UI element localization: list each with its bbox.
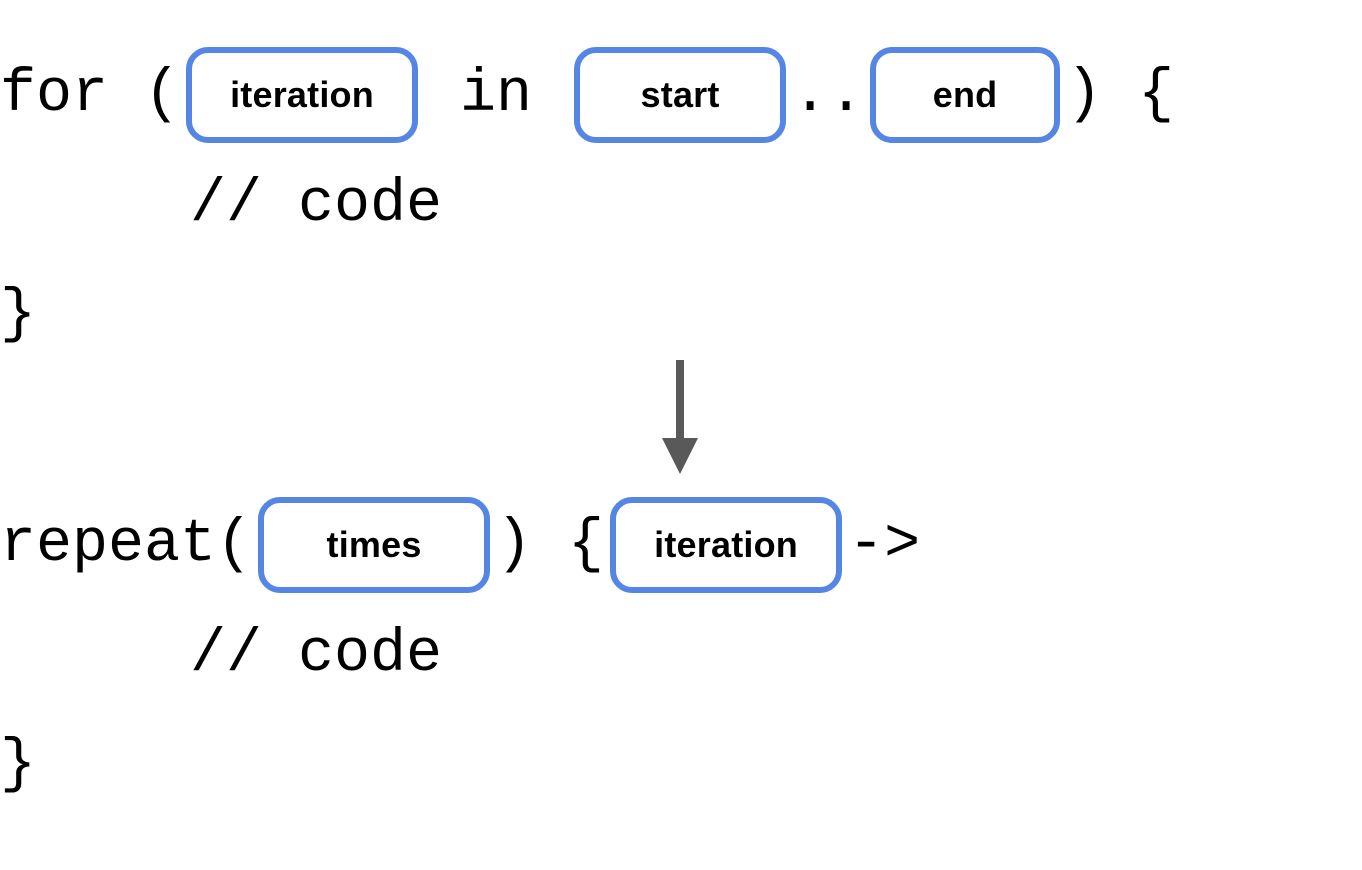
chip-times[interactable]: times [258,497,491,593]
range-operator: .. [792,61,865,129]
for-body-comment: // code [190,171,443,239]
code-block-for-loop: for ( iteration in start .. end ) { // c… [0,40,1362,370]
chip-iteration-repeat[interactable]: iteration [610,497,843,593]
for-closing-brace: } [0,281,37,349]
for-close-paren-brace: ) { [1066,61,1175,129]
in-keyword: in [424,61,569,129]
downward-arrow-icon [662,360,698,474]
lambda-arrow: -> [848,511,921,579]
chip-end[interactable]: end [870,47,1061,143]
repeat-body-comment: // code [190,621,443,689]
for-loop-signature-line: for ( iteration in start .. end ) { [0,40,1362,150]
repeat-signature-line: repeat( times ) { iteration -> [0,490,1362,600]
repeat-body-line: // code [0,600,1362,710]
code-block-repeat: repeat( times ) { iteration -> // code } [0,490,1362,820]
chip-iteration-for[interactable]: iteration [186,47,419,143]
repeat-keyword: repeat( [0,511,253,579]
for-keyword: for ( [0,61,181,129]
repeat-close-paren-brace: ) { [496,511,605,579]
chip-start[interactable]: start [574,47,787,143]
for-loop-closing-line: } [0,260,1362,370]
repeat-closing-brace: } [0,731,37,799]
repeat-closing-line: } [0,710,1362,820]
for-loop-body-line: // code [0,150,1362,260]
